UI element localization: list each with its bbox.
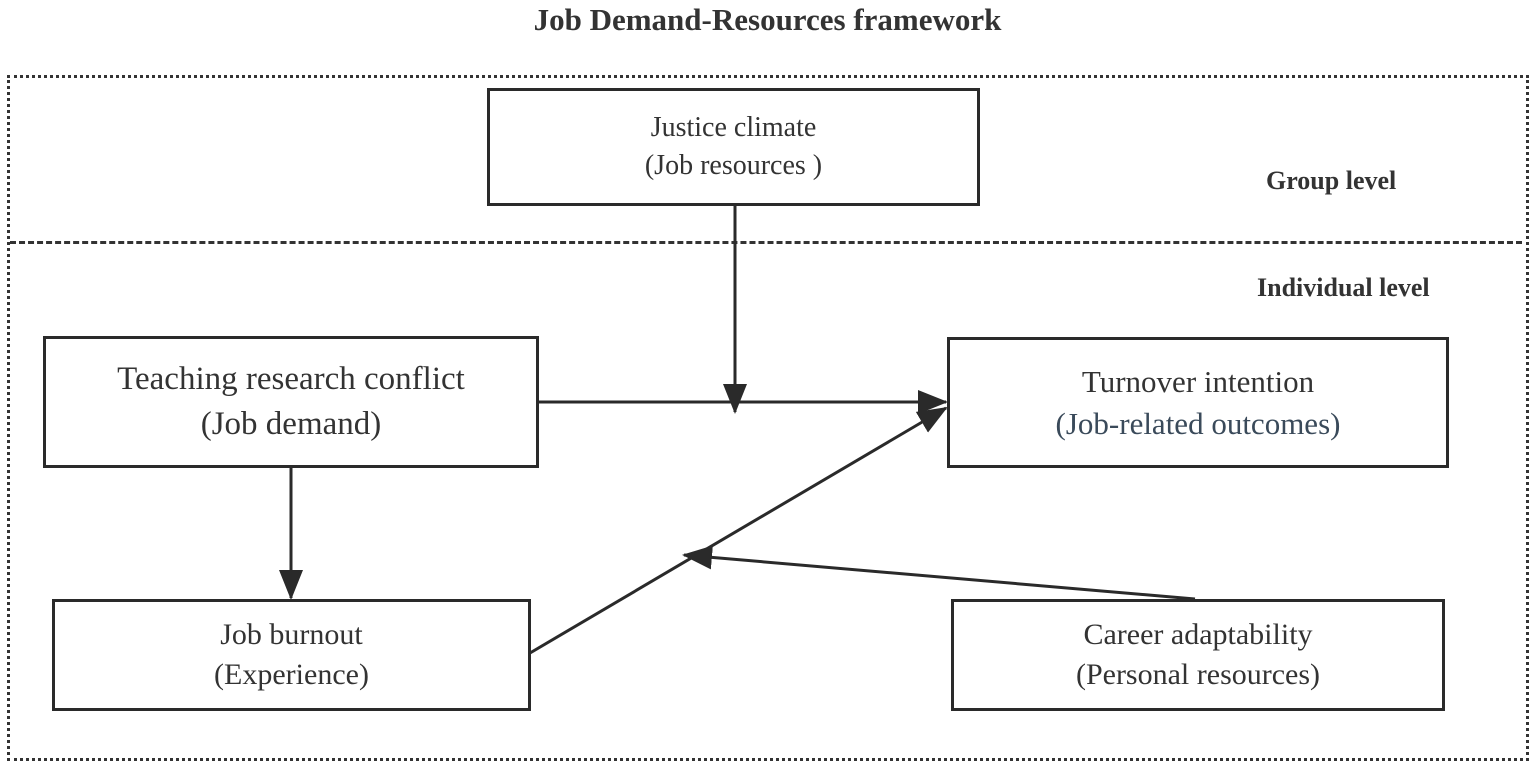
- node-career-title: Career adaptability: [1083, 617, 1313, 651]
- node-teaching-research-conflict: Teaching research conflict (Job demand): [43, 336, 539, 468]
- individual-level-label: Individual level: [1257, 273, 1430, 302]
- node-turnover-intention: Turnover intention (Job-related outcomes…: [947, 337, 1449, 468]
- edge-burnout-to-turnover: [529, 406, 948, 655]
- node-turnover-subtitle: (Job-related outcomes): [1055, 405, 1341, 441]
- level-divider: [10, 241, 1522, 244]
- group-level-label: Group level: [1266, 166, 1397, 195]
- node-burnout-subtitle: (Experience): [214, 658, 369, 691]
- node-turnover-title: Turnover intention: [1081, 363, 1315, 399]
- node-teaching-title: Teaching research conflict: [117, 361, 465, 398]
- node-career-subtitle: (Personal resources): [1075, 658, 1321, 691]
- node-justice-climate-title: Justice climate: [650, 112, 817, 144]
- diagram-title: Job Demand-Resources framework: [533, 2, 1002, 37]
- node-career-adaptability: Career adaptability (Personal resources): [951, 599, 1445, 711]
- node-burnout-title: Job burnout: [220, 617, 363, 651]
- node-teaching-subtitle: (Job demand): [200, 406, 382, 442]
- node-justice-climate: Justice climate (Job resources ): [487, 88, 980, 206]
- node-job-burnout: Job burnout (Experience): [52, 599, 531, 711]
- framework-boundary: [7, 75, 1529, 761]
- edge-career-moderation: [682, 545, 1196, 601]
- node-justice-climate-subtitle: (Job resources ): [644, 150, 823, 181]
